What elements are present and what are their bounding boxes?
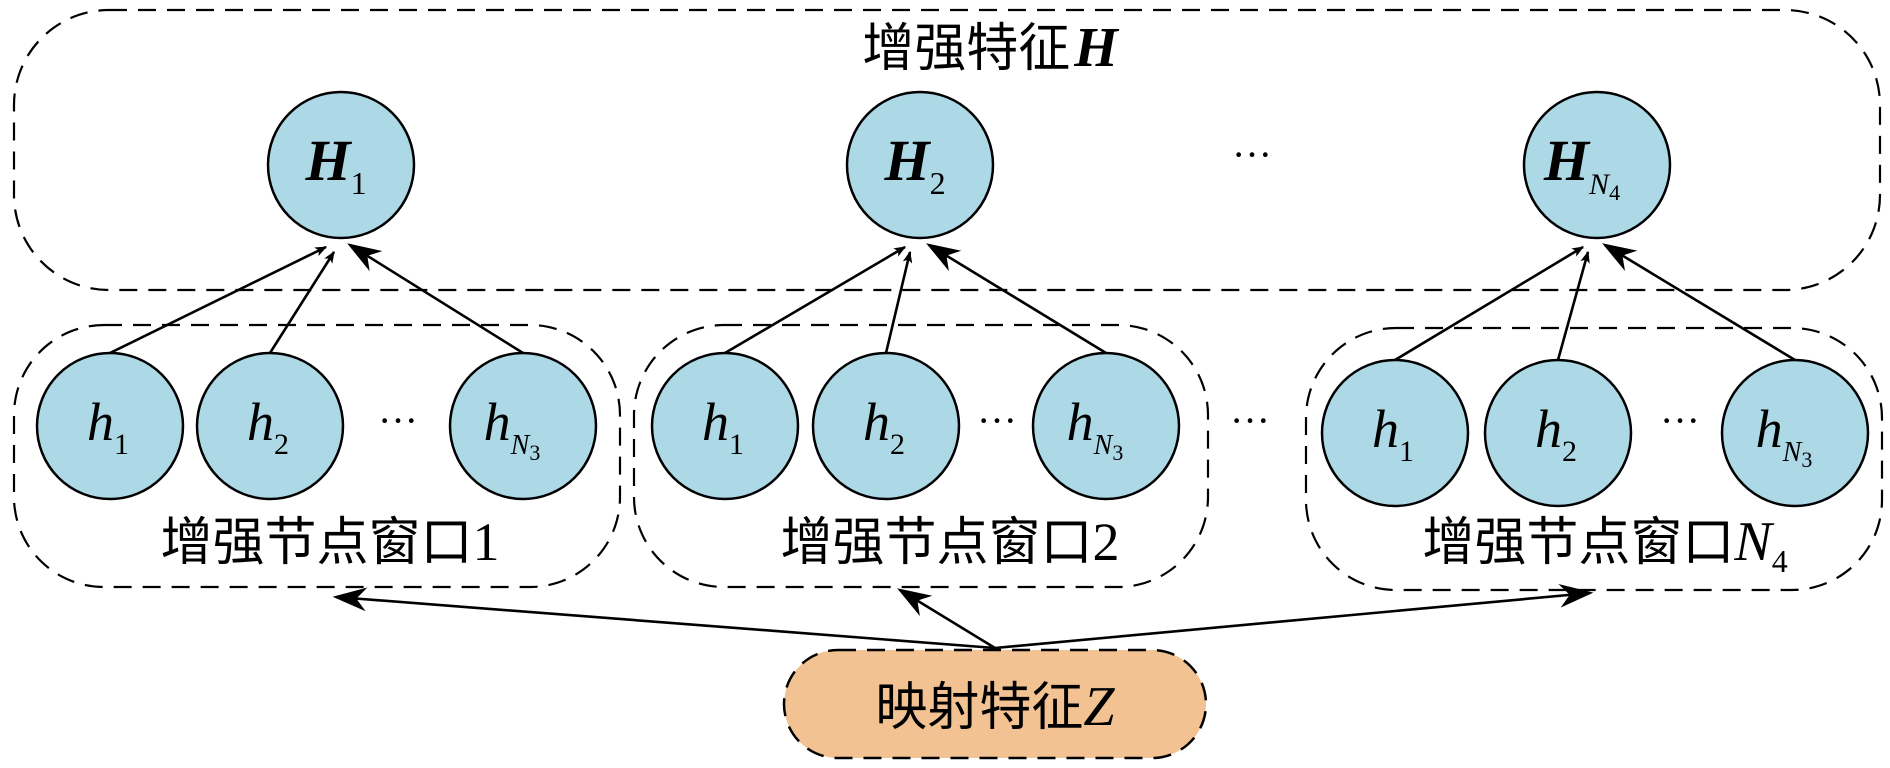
enhanced-node-n4: HN4 [1522, 90, 1672, 240]
mapped-feature-label: 映射特征Z [875, 676, 1115, 738]
mapped-feature-node [782, 648, 1208, 760]
window-n4-label: 增强节点窗口N4 [1422, 511, 1787, 579]
svg-text:h2: h2 [247, 392, 289, 461]
edges-window-n4 [1394, 243, 1796, 362]
edges-mapped-to-windows [332, 583, 1594, 650]
window-1-ellipsis: ··· [378, 398, 418, 443]
svg-text:h1: h1 [87, 392, 129, 461]
window-1-node-hn3: hN3 [448, 351, 598, 501]
window-2-ellipsis: ··· [977, 398, 1017, 443]
svg-text:H1: H1 [304, 128, 366, 201]
window-n4-node-hn3: hN3 [1720, 358, 1870, 508]
svg-text:hN3: hN3 [1756, 399, 1813, 472]
enhanced-ellipsis: ··· [1232, 132, 1272, 177]
enhanced-feature-group [12, 8, 1882, 292]
window-1-node-h1: h1 [35, 351, 185, 501]
svg-text:h1: h1 [1372, 399, 1414, 468]
svg-text:h2: h2 [1535, 399, 1577, 468]
enhancement-window-n4 [1304, 326, 1884, 592]
between-windows-ellipsis: ··· [1230, 398, 1270, 443]
enhanced-node-1: H1 [266, 90, 416, 240]
window-2-node-hn3: hN3 [1031, 351, 1181, 501]
svg-text:h2: h2 [863, 392, 905, 461]
svg-text:HN4: HN4 [1543, 128, 1620, 205]
enhanced-feature-title: 增强特征H [862, 17, 1119, 79]
svg-text:H2: H2 [883, 128, 945, 201]
enhancement-window-2 [632, 323, 1210, 589]
edges-window-2 [724, 243, 1107, 355]
edges-window-1 [109, 243, 524, 355]
svg-text:hN3: hN3 [484, 392, 541, 465]
svg-text:hN3: hN3 [1067, 392, 1124, 465]
window-2-node-h1: h1 [650, 351, 800, 501]
svg-text:h1: h1 [702, 392, 744, 461]
window-2-node-h2: h2 [811, 351, 961, 501]
enhanced-node-2: H2 [845, 90, 995, 240]
window-n4-node-h2: h2 [1483, 358, 1633, 508]
window-1-label: 增强节点窗口1 [160, 512, 499, 573]
window-n4-ellipsis: ··· [1660, 398, 1700, 443]
window-2-label: 增强节点窗口2 [780, 512, 1119, 573]
enhancement-window-1 [12, 323, 622, 589]
window-n4-node-h1: h1 [1320, 358, 1470, 508]
window-1-node-h2: h2 [195, 351, 345, 501]
